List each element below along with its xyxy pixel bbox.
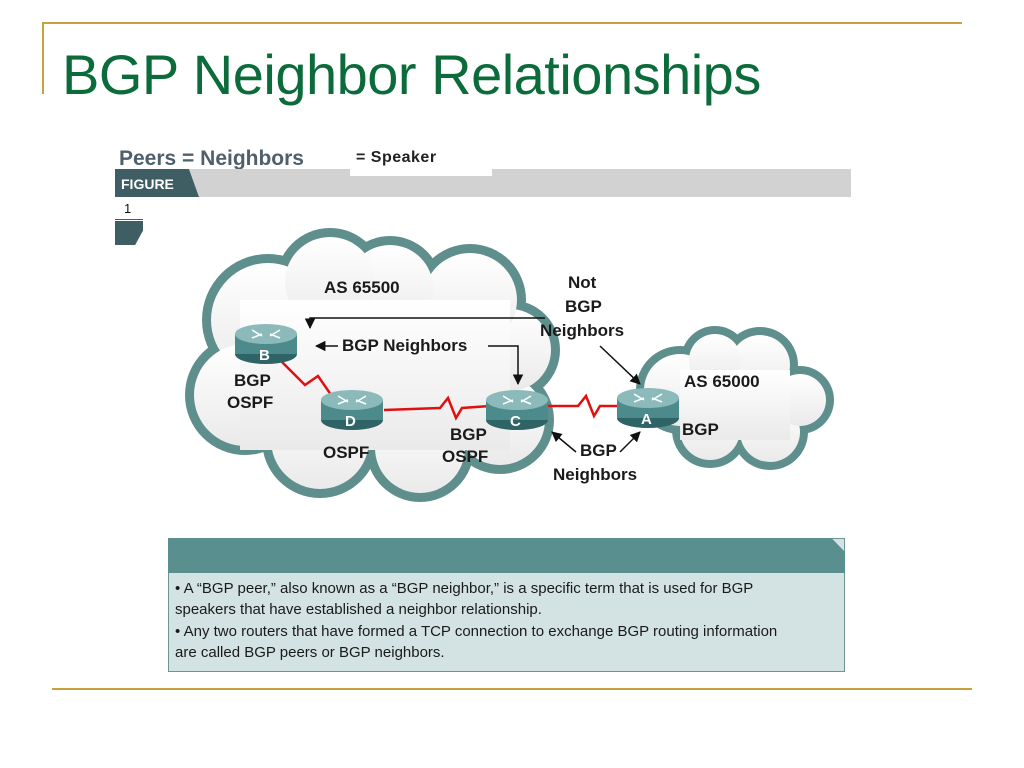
as-65000-cloud-fill <box>644 334 826 462</box>
figure-number-rule <box>115 219 143 220</box>
annotation-arrows <box>304 317 641 453</box>
router-b-protocol-1: BGP <box>234 371 271 390</box>
speaker-note: = Speaker <box>356 149 437 166</box>
link-b-d <box>281 361 338 403</box>
figure-title: Peers = Neighbors <box>119 147 304 170</box>
figure-tab-label: FIGURE <box>121 176 174 192</box>
bgp-neighbors-bottom-line-1: BGP <box>580 441 617 460</box>
arrow-not-bgp-to-a <box>599 345 641 385</box>
bgp-neighbors-top-label: BGP Neighbors <box>342 336 467 355</box>
figure-tab <box>115 169 199 197</box>
not-bgp-neighbors-line-2: BGP <box>565 297 602 316</box>
arrow-not-bgp-to-b <box>304 317 545 330</box>
as-65500-label: AS 65500 <box>324 278 400 297</box>
serial-links <box>281 361 618 421</box>
not-bgp-neighbors-line-1: Not <box>568 273 597 292</box>
router-b-protocol-2: OSPF <box>227 393 273 412</box>
figure-number: 1 <box>124 201 132 216</box>
link-c-a <box>548 393 618 419</box>
note-line-3: • Any two routers that have formed a TCP… <box>175 623 778 640</box>
router-b-label: B <box>259 347 270 364</box>
top-rule-vertical <box>42 22 44 94</box>
note-line-1: • A “BGP peer,” also known as a “BGP nei… <box>175 580 754 597</box>
note-line-4: are called BGP peers or BGP neighbors. <box>175 644 445 661</box>
as-65000-label: AS 65000 <box>684 372 760 391</box>
arrow-bgp-bottom-to-c <box>551 431 577 453</box>
notes-panel-header <box>168 538 845 573</box>
router-a-label: A <box>641 411 652 428</box>
router-c-protocol-1: BGP <box>450 425 487 444</box>
router-a-protocol-1: BGP <box>682 420 719 439</box>
router-c-label: C <box>510 413 521 430</box>
top-rule <box>42 22 962 24</box>
arrow-bgp-to-c <box>488 345 524 386</box>
router-c <box>486 390 548 430</box>
router-b <box>235 324 297 364</box>
router-c-protocol-2: OSPF <box>442 447 488 466</box>
router-d-protocol-1: OSPF <box>323 443 369 462</box>
slide-title: BGP Neighbor Relationships <box>62 43 761 106</box>
note-line-2: speakers that have established a neighbo… <box>175 601 542 618</box>
router-a <box>617 388 679 428</box>
not-bgp-neighbors-line-3: Neighbors <box>540 321 624 340</box>
speaker-note-background <box>350 148 492 176</box>
router-d <box>321 390 383 430</box>
arrow-bgp-bottom-to-a <box>619 431 641 453</box>
bottom-rule <box>52 688 972 690</box>
bgp-neighbors-bottom-line-2: Neighbors <box>553 465 637 484</box>
link-d-c <box>383 395 491 421</box>
router-d-label: D <box>345 413 356 430</box>
